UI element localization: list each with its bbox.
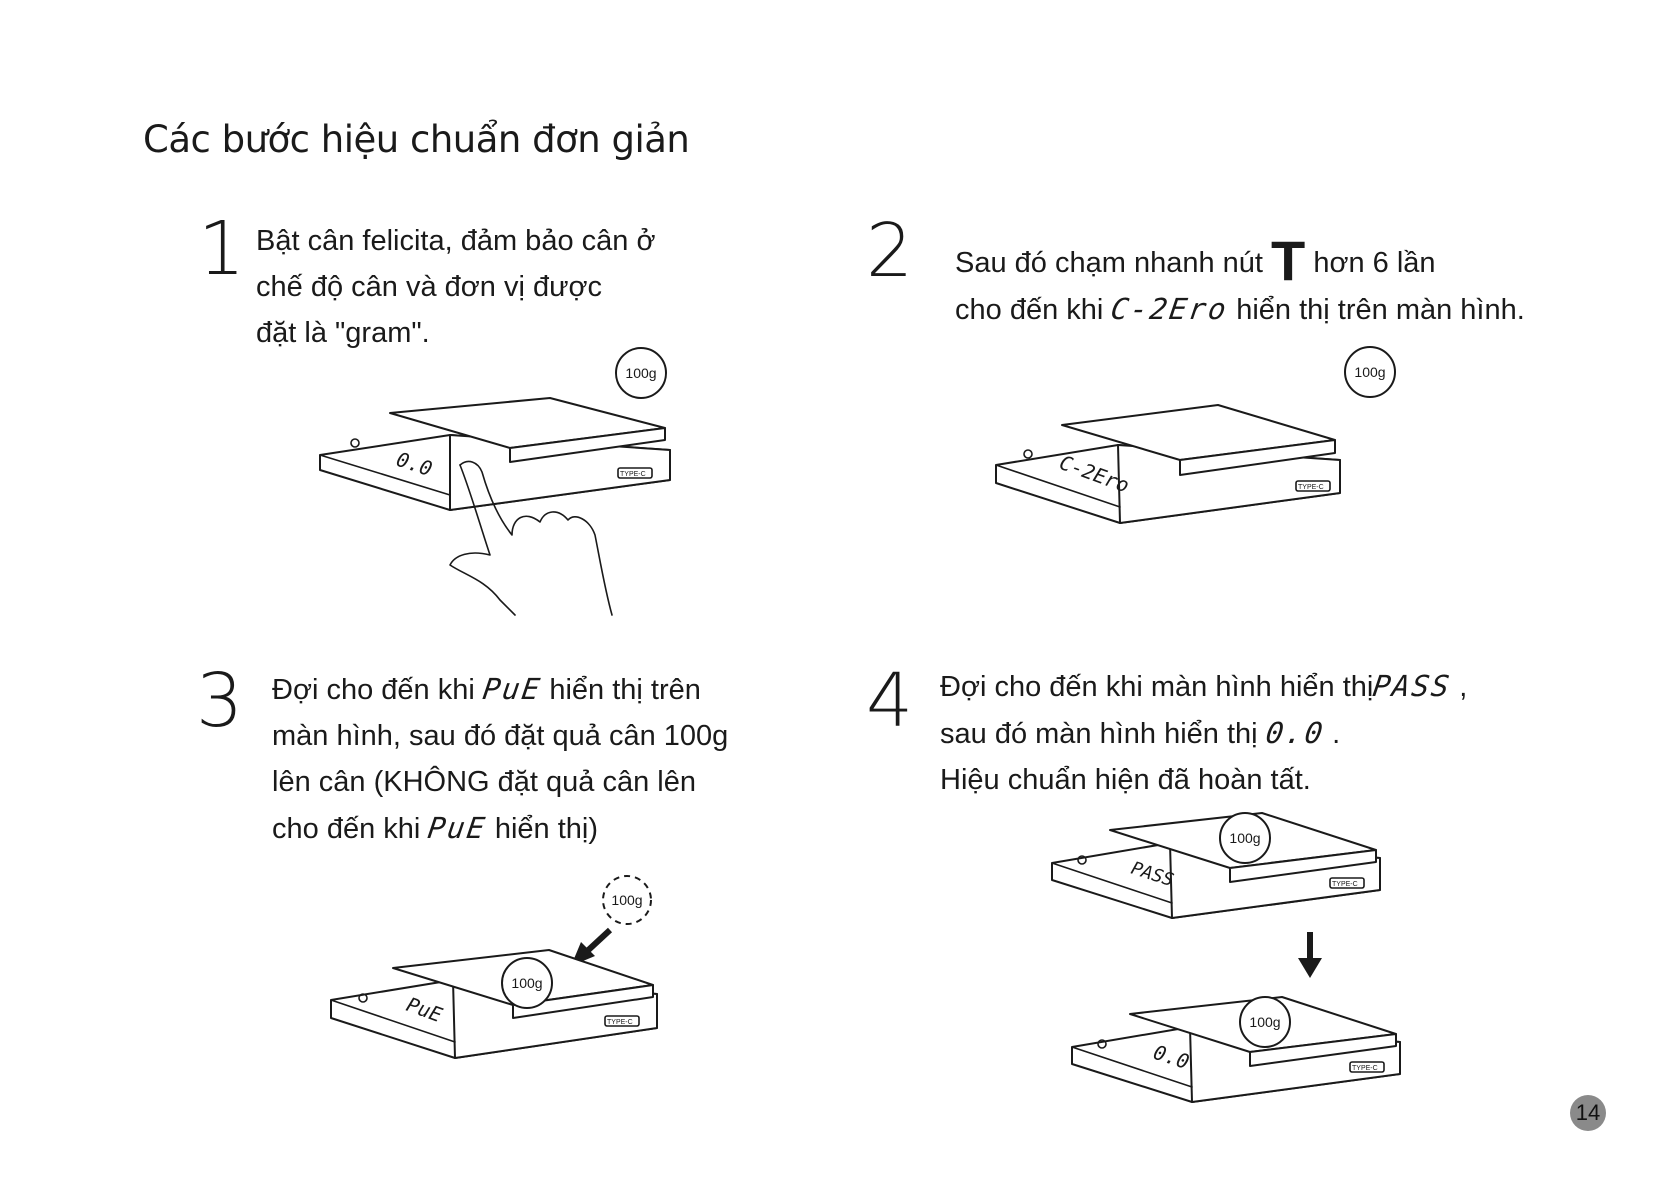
step-4-line-1a: Đợi cho đến khi màn hình hiển thị <box>940 671 1374 703</box>
usb-port-label: TYPE-C <box>1298 484 1324 491</box>
step-4-number: 4 <box>866 658 914 744</box>
usb-port-label: TYPE-C <box>607 1019 633 1026</box>
step-4-scale-illustration-bottom: 100g 0.0 TYPE-C <box>1071 996 1401 1103</box>
step-2-text: Sau đó chạm nhanh nút T hơn 6 lần cho đế… <box>955 233 1525 333</box>
step-2-line-1b: hơn 6 lần <box>1313 247 1436 279</box>
step-2-line-1a: Sau đó chạm nhanh nút <box>955 247 1263 279</box>
step-3-line-4b: hiển thị) <box>494 813 599 845</box>
step-2-line-2b: hiển thị trên màn hình. <box>1236 294 1525 326</box>
usb-port-label: TYPE-C <box>1352 1065 1378 1072</box>
weight-dashed-icon <box>602 875 652 925</box>
step-3-text: Đợi cho đến khi PuE hiển thị trên màn hì… <box>272 666 728 852</box>
step-3-code-put: PuE <box>480 672 544 706</box>
weight-label: 100g <box>1249 1014 1280 1030</box>
page-number-badge: 14 <box>1570 1095 1606 1131</box>
step-3-code-put-2: PuE <box>426 811 490 845</box>
scale-platform-edge <box>512 984 654 1019</box>
weight-label: 100g <box>625 365 656 381</box>
step-1-line-1: Bật cân felicita, đảm bảo cân ở <box>256 225 656 257</box>
scale-platform-edge <box>509 427 666 463</box>
step-4-text: Đợi cho đến khi màn hình hiển thịPASS , … <box>940 663 1467 803</box>
arrow-down-icon <box>1298 932 1322 978</box>
step-1-line-2: chế độ cân và đơn vị được <box>256 271 603 303</box>
pointing-hand-icon <box>449 464 516 616</box>
weight-label: 100g <box>511 975 542 991</box>
weight-100g-icon <box>615 347 667 399</box>
step-3-number: 3 <box>196 658 244 744</box>
weight-label: 100g <box>1354 364 1385 380</box>
weight-label: 100g <box>1229 830 1260 846</box>
step-1-number: 1 <box>198 206 246 292</box>
weight-100g-icon <box>1219 812 1271 864</box>
step-2-line-2a: cho đến khi <box>955 294 1104 326</box>
scale-platform-edge <box>1179 439 1336 476</box>
weight-100g-icon <box>501 957 553 1009</box>
weight-100g-icon <box>1344 346 1396 398</box>
step-4-code-pass: PASS <box>1370 669 1454 703</box>
step-4-line-1b: , <box>1451 671 1468 703</box>
step-4-line-2b: . <box>1324 718 1341 750</box>
scale-platform-edge <box>1249 1033 1397 1067</box>
step-3-scale-illustration: 100g 100g PuE TYPE-C <box>330 875 658 1059</box>
weight-label-dashed: 100g <box>611 892 642 908</box>
tare-button-t: T <box>1271 229 1306 292</box>
step-3-line-1a: Đợi cho đến khi <box>272 674 475 706</box>
step-3-line-2: màn hình, sau đó đặt quả cân 100g <box>272 720 729 752</box>
step-3-line-3: lên cân (KHÔNG đặt quả cân lên <box>272 766 696 798</box>
weight-100g-icon <box>1239 996 1291 1048</box>
step-4-line-3: Hiệu chuẩn hiện đã hoàn tất. <box>940 764 1311 796</box>
step-4-code-zero: 0.0 <box>1263 716 1327 750</box>
step-2-scale-illustration: 100g C-2Ero TYPE-C <box>995 346 1396 524</box>
step-4-line-2a: sau đó màn hình hiển thị <box>940 718 1258 750</box>
scale-platform-edge <box>1229 849 1377 883</box>
step-3-line-4a: cho đến khi <box>272 813 421 845</box>
step-3-line-1b: hiển thị trên <box>549 674 701 706</box>
step-2-code-czero: C-2Ero <box>1109 292 1231 326</box>
step-1-text: Bật cân felicita, đảm bảo cân ở chế độ c… <box>256 218 655 356</box>
usb-port-label: TYPE-C <box>620 471 646 478</box>
step-4-scale-illustration-top: 100g PASS TYPE-C <box>1051 812 1381 919</box>
step-2-number: 2 <box>866 208 914 294</box>
page-title: Các bước hiệu chuẩn đơn giản <box>143 118 690 161</box>
usb-port-label: TYPE-C <box>1332 881 1358 888</box>
step-1-scale-illustration: 100g 0.0 TYPE-C <box>319 347 671 616</box>
step-1-line-3: đặt là "gram". <box>256 317 430 349</box>
